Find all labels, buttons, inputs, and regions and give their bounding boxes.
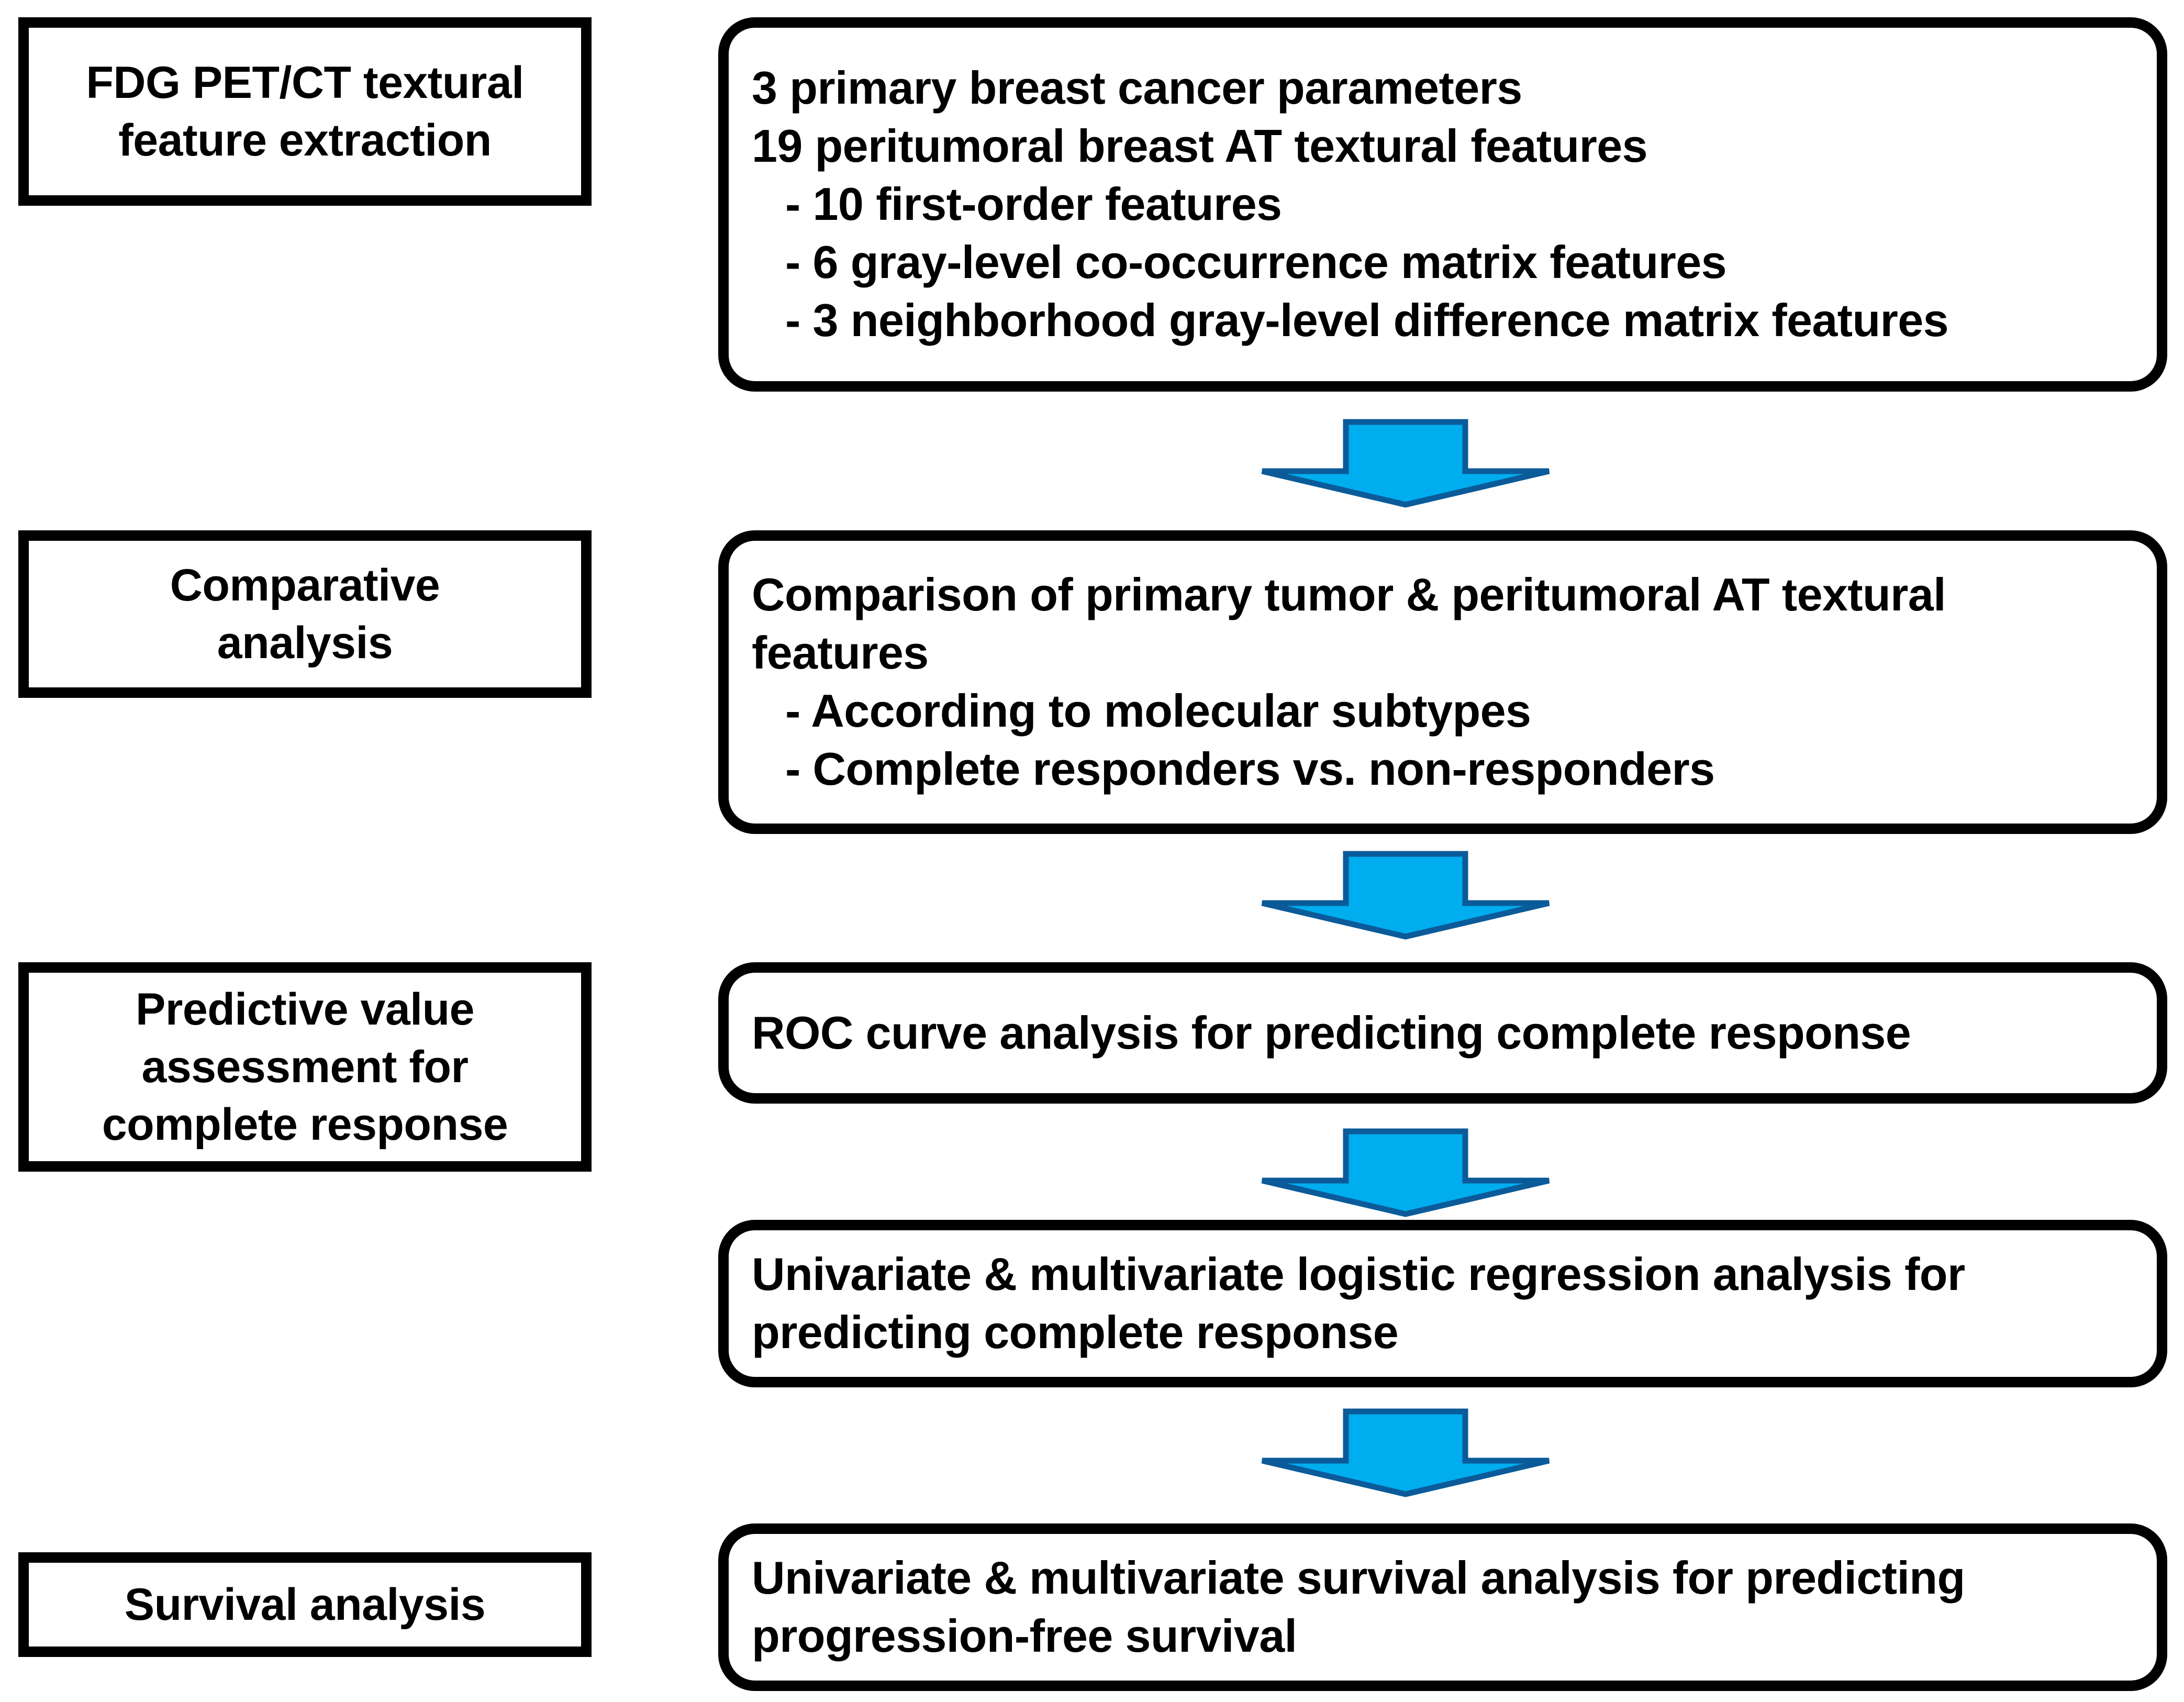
content-line: ROC curve analysis for predicting comple…	[752, 1006, 1911, 1059]
flow-arrow-down-2	[1259, 851, 1552, 940]
content-line: - 10 first-order features	[785, 178, 1282, 230]
stage-label-text-2: Comparative analysis	[170, 560, 440, 668]
content-line: - 3 neighborhood gray-level difference m…	[785, 294, 1949, 346]
stage-label-box-2: Comparative analysis	[18, 530, 592, 698]
stage-content-box-1: 3 primary breast cancer parameters 19 pe…	[718, 17, 2167, 392]
stage-label-text-3: Predictive value assessment for complete…	[102, 984, 508, 1150]
stage-content-box-3: ROC curve analysis for predicting comple…	[718, 962, 2167, 1104]
stage-label-box-3: Predictive value assessment for complete…	[18, 962, 592, 1172]
stage-label-box-1: FDG PET/CT textural feature extraction	[18, 17, 592, 206]
flow-arrow-down-1-shape	[1259, 419, 1552, 508]
stage-label-text-5: Survival analysis	[124, 1579, 486, 1630]
flow-arrow-down-4	[1259, 1408, 1552, 1497]
content-line: Univariate & multivariate survival analy…	[752, 1552, 1978, 1662]
content-line: 3 primary breast cancer parameters	[752, 62, 1522, 114]
content-line: Comparison of primary tumor & peritumora…	[752, 569, 1958, 679]
content-line: - Complete responders vs. non-responders	[785, 742, 1715, 795]
stage-content-box-2: Comparison of primary tumor & peritumora…	[718, 530, 2167, 834]
content-line: - 6 gray-level co-occurrence matrix feat…	[785, 236, 1727, 288]
stage-label-box-5: Survival analysis	[18, 1552, 592, 1657]
content-line: - According to molecular subtypes	[785, 685, 1531, 737]
stage-content-box-4: Univariate & multivariate logistic regre…	[718, 1220, 2167, 1387]
stage-content-box-5: Univariate & multivariate survival analy…	[718, 1523, 2167, 1691]
stage-label-text-1: FDG PET/CT textural feature extraction	[86, 57, 524, 165]
flow-arrow-down-3	[1259, 1128, 1552, 1217]
content-line: 19 peritumoral breast AT textural featur…	[752, 120, 1648, 172]
content-line: Univariate & multivariate logistic regre…	[752, 1248, 1978, 1358]
